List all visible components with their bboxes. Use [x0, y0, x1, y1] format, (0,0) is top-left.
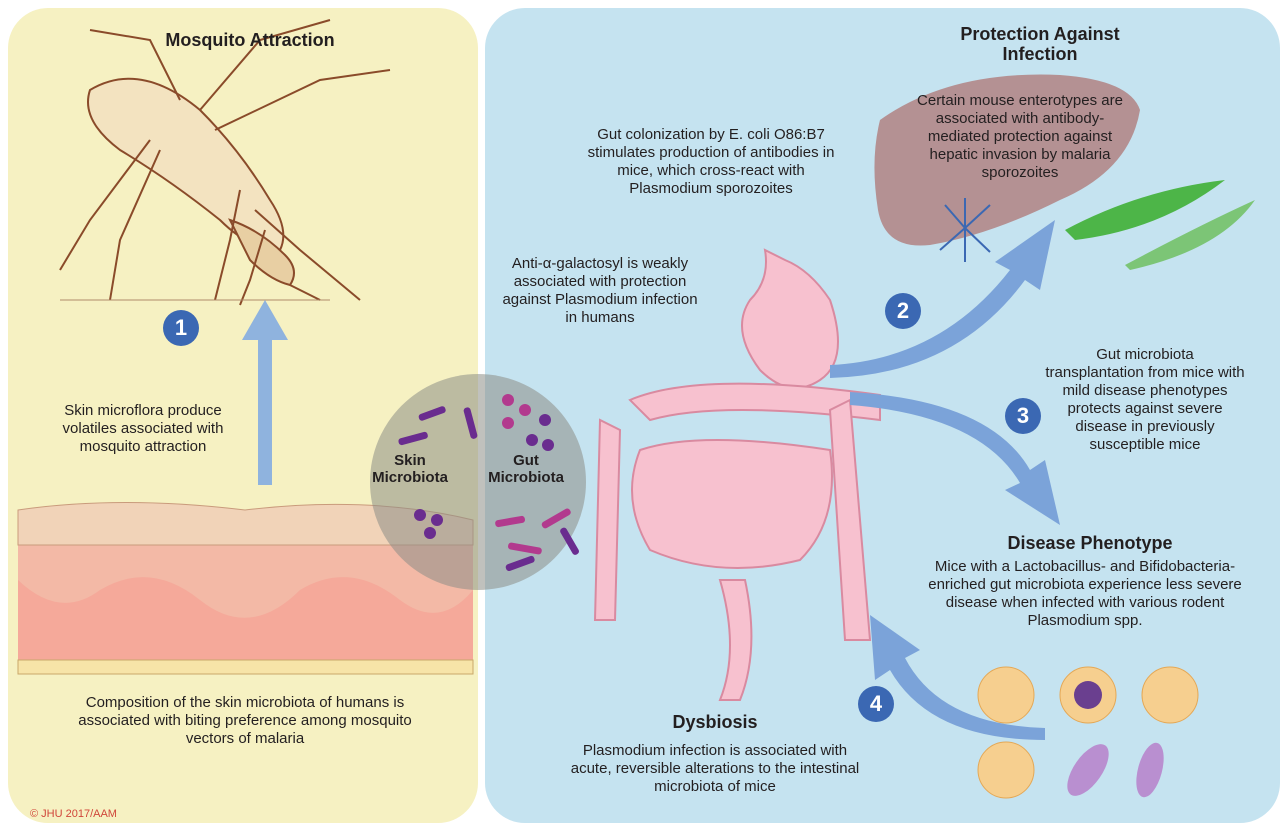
caption-transplantation: Gut microbiota transplantation from mice… — [1045, 346, 1245, 454]
step-1-badge: 1 — [163, 310, 199, 346]
caption-disease-phenotype: Mice with a Lactobacillus- and Bifidobac… — [920, 558, 1250, 630]
step-4-badge: 4 — [858, 686, 894, 722]
gut-microbiota-label: Gut Microbiota — [486, 452, 566, 486]
caption-dysbiosis: Plasmodium infection is associated with … — [565, 742, 865, 796]
arrow-2 — [830, 220, 1055, 378]
copyright: © JHU 2017/AAM — [30, 808, 117, 820]
title-disease-phenotype: Disease Phenotype — [975, 533, 1205, 553]
caption-ecoli-gut: Gut colonization by E. coli O86:B7 stimu… — [582, 126, 840, 198]
skin-microbiota-label: Skin Microbiota — [370, 452, 450, 486]
mosquito-illustration — [60, 20, 390, 305]
title-dysbiosis: Dysbiosis — [630, 712, 800, 732]
step-2-badge: 2 — [885, 293, 921, 329]
sporozoites-illustration — [1065, 180, 1255, 270]
caption-skin-composition: Composition of the skin microbiota of hu… — [75, 694, 415, 748]
title-mosquito-attraction: Mosquito Attraction — [130, 30, 370, 50]
arrow-up — [242, 300, 288, 485]
caption-anti-galactosyl: Anti-α-galactosyl is weakly associated w… — [500, 255, 700, 327]
caption-skin-microflora: Skin microflora produce volatiles associ… — [48, 402, 238, 456]
title-protection: Protection Against Infection — [935, 24, 1145, 64]
step-3-badge: 3 — [1005, 398, 1041, 434]
caption-enterotypes: Certain mouse enterotypes are associated… — [910, 92, 1130, 182]
